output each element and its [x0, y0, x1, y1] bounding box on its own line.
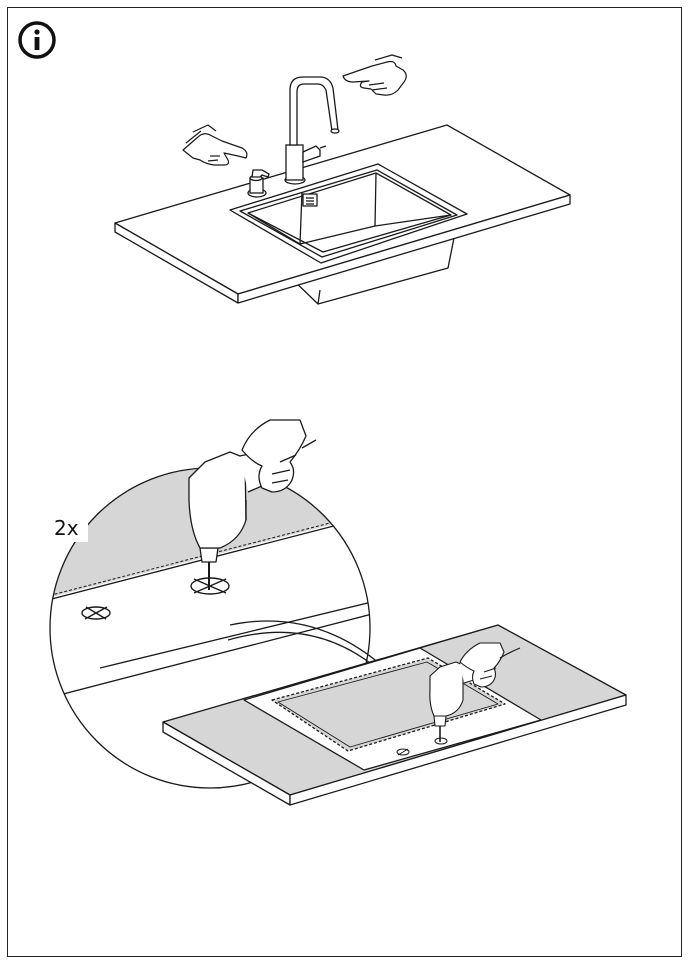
count-label-bg: [44, 512, 88, 542]
soap-dispenser-icon: [247, 169, 270, 198]
info-icon: [18, 21, 56, 59]
drill-icon: [429, 642, 521, 742]
sink-countertop: [114, 124, 571, 305]
faucet-icon: [284, 76, 340, 185]
drill-icon: [188, 419, 317, 590]
pointing-hand-icon: [182, 124, 248, 166]
pointing-hand-icon: [342, 54, 407, 96]
page-frame: [7, 7, 682, 957]
drill-count-label: 2x: [54, 516, 79, 540]
